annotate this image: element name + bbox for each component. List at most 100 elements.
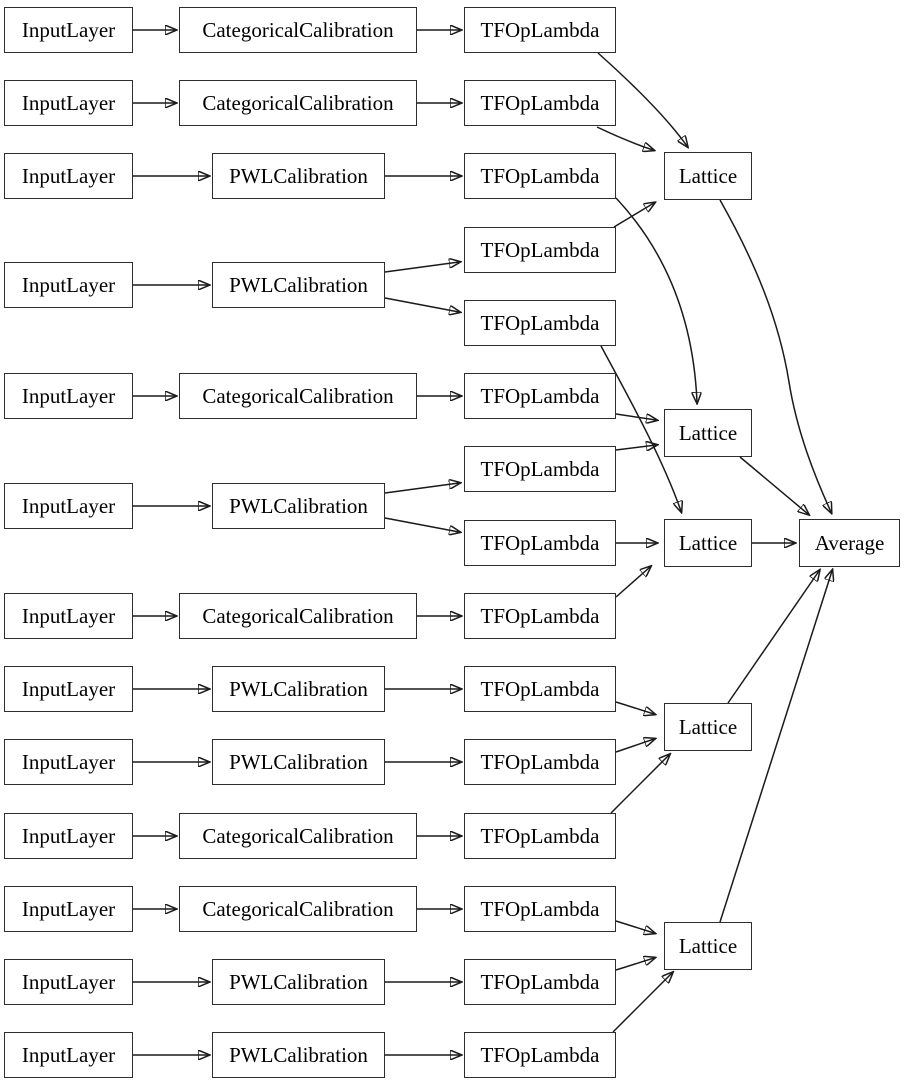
- node-inputlayer-4: InputLayer: [4, 262, 133, 308]
- edge-tfop_6-lattice_2: [615, 413, 656, 420]
- node-label: InputLayer: [21, 272, 116, 297]
- edge-cal_4-tfop_5: [384, 297, 459, 312]
- node-label: InputLayer: [21, 163, 116, 188]
- node-label: PWLCalibration: [229, 1042, 368, 1067]
- node-label: PWLCalibration: [229, 272, 368, 297]
- edge-lattice_1-average: [719, 199, 831, 512]
- edge-tfop_13-lattice_5: [615, 920, 654, 933]
- edge-tfop_5-lattice_3: [600, 345, 681, 511]
- node-pwlcalibration-5: PWLCalibration: [212, 739, 385, 785]
- node-label: Lattice: [678, 530, 738, 555]
- node-label: TFOpLambda: [480, 310, 600, 335]
- node-tfoplambda-12: TFOpLambda: [464, 813, 616, 859]
- node-categoricalcalibration-3: CategoricalCalibration: [179, 373, 417, 419]
- node-inputlayer-11: InputLayer: [4, 886, 133, 932]
- node-tfoplambda-1: TFOpLambda: [464, 7, 616, 53]
- edge-cal_4-tfop_4: [384, 262, 459, 273]
- edge-tfop_2-lattice_1: [596, 126, 653, 150]
- node-inputlayer-12: InputLayer: [4, 959, 133, 1005]
- node-label: InputLayer: [21, 383, 116, 408]
- node-label: PWLCalibration: [229, 493, 368, 518]
- node-label: InputLayer: [21, 896, 116, 921]
- node-label: TFOpLambda: [480, 163, 600, 188]
- node-inputlayer-9: InputLayer: [4, 739, 133, 785]
- edge-tfop_14-lattice_5: [615, 958, 654, 971]
- node-label: TFOpLambda: [480, 17, 600, 42]
- edge-cal_6-tfop_7: [384, 483, 459, 494]
- node-label: TFOpLambda: [480, 237, 600, 262]
- node-label: CategoricalCalibration: [202, 17, 394, 42]
- edge-tfop_3-lattice_2: [615, 197, 697, 402]
- node-label: TFOpLambda: [480, 383, 600, 408]
- node-pwlcalibration-4: PWLCalibration: [212, 666, 385, 712]
- node-inputlayer-5: InputLayer: [4, 373, 133, 419]
- node-tfoplambda-5: TFOpLambda: [464, 300, 616, 346]
- node-pwlcalibration-6: PWLCalibration: [212, 959, 385, 1005]
- node-label: CategoricalCalibration: [202, 823, 394, 848]
- node-label: InputLayer: [21, 493, 116, 518]
- node-label: TFOpLambda: [480, 456, 600, 481]
- edge-lattice_4-average: [727, 571, 819, 704]
- edge-tfop_12-lattice_4: [610, 755, 669, 814]
- node-tfoplambda-7: TFOpLambda: [464, 446, 616, 492]
- node-tfoplambda-14: TFOpLambda: [464, 959, 616, 1005]
- node-label: TFOpLambda: [480, 90, 600, 115]
- node-inputlayer-2: InputLayer: [4, 80, 133, 126]
- node-inputlayer-1: InputLayer: [4, 7, 133, 53]
- node-tfoplambda-9: TFOpLambda: [464, 593, 616, 639]
- node-label: InputLayer: [21, 1042, 116, 1067]
- node-label: InputLayer: [21, 676, 116, 701]
- node-label: Lattice: [678, 420, 738, 445]
- edge-lattice_2-average: [739, 456, 808, 514]
- edge-tfop_4-lattice_1: [613, 203, 654, 228]
- node-inputlayer-7: InputLayer: [4, 593, 133, 639]
- node-label: CategoricalCalibration: [202, 603, 394, 628]
- node-pwlcalibration-7: PWLCalibration: [212, 1032, 385, 1078]
- node-label: Lattice: [678, 933, 738, 958]
- node-label: CategoricalCalibration: [202, 383, 394, 408]
- node-tfoplambda-6: TFOpLambda: [464, 373, 616, 419]
- node-label: PWLCalibration: [229, 676, 368, 701]
- node-label: TFOpLambda: [480, 603, 600, 628]
- edge-tfop_7-lattice_2: [615, 445, 656, 450]
- node-tfoplambda-4: TFOpLambda: [464, 227, 616, 273]
- edge-tfop_11-lattice_4: [615, 739, 654, 753]
- node-categoricalcalibration-5: CategoricalCalibration: [179, 813, 417, 859]
- node-label: Average: [814, 530, 885, 555]
- node-lattice-4: Lattice: [664, 703, 752, 751]
- node-inputlayer-3: InputLayer: [4, 153, 133, 199]
- node-label: Lattice: [678, 714, 738, 739]
- node-label: CategoricalCalibration: [202, 896, 394, 921]
- node-label: PWLCalibration: [229, 969, 368, 994]
- node-label: InputLayer: [21, 749, 116, 774]
- node-label: TFOpLambda: [480, 749, 600, 774]
- node-inputlayer-10: InputLayer: [4, 813, 133, 859]
- node-pwlcalibration-1: PWLCalibration: [212, 153, 385, 199]
- node-categoricalcalibration-6: CategoricalCalibration: [179, 886, 417, 932]
- node-pwlcalibration-2: PWLCalibration: [212, 262, 385, 308]
- node-label: InputLayer: [21, 17, 116, 42]
- node-categoricalcalibration-4: CategoricalCalibration: [179, 593, 417, 639]
- node-tfoplambda-8: TFOpLambda: [464, 520, 616, 566]
- node-inputlayer-6: InputLayer: [4, 483, 133, 529]
- node-label: TFOpLambda: [480, 896, 600, 921]
- node-label: TFOpLambda: [480, 969, 600, 994]
- node-label: InputLayer: [21, 603, 116, 628]
- node-inputlayer-13: InputLayer: [4, 1032, 133, 1078]
- node-label: TFOpLambda: [480, 530, 600, 555]
- node-tfoplambda-2: TFOpLambda: [464, 80, 616, 126]
- node-categoricalcalibration-1: CategoricalCalibration: [179, 7, 417, 53]
- node-lattice-5: Lattice: [664, 922, 752, 970]
- node-tfoplambda-10: TFOpLambda: [464, 666, 616, 712]
- node-label: Lattice: [678, 163, 738, 188]
- edge-cal_6-tfop_8: [384, 517, 459, 532]
- node-categoricalcalibration-2: CategoricalCalibration: [179, 80, 417, 126]
- node-label: TFOpLambda: [480, 676, 600, 701]
- edge-tfop_1-lattice_1: [597, 52, 687, 146]
- node-lattice-1: Lattice: [664, 152, 752, 200]
- node-label: InputLayer: [21, 823, 116, 848]
- node-pwlcalibration-3: PWLCalibration: [212, 483, 385, 529]
- node-label: PWLCalibration: [229, 749, 368, 774]
